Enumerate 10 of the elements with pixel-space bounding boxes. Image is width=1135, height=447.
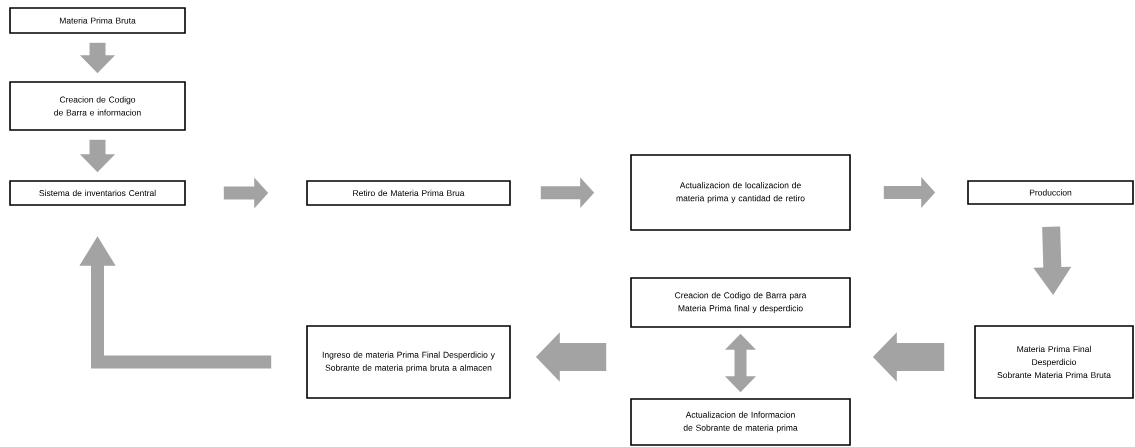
process-box: Retiro de Materia Prima Brua [306,180,511,206]
process-box: Actualizacion de Informacion de Sobrante de materia prima [630,398,851,446]
process-box: Creacion de Codigo de Barra para Materia Prima final y desperdicio [630,277,851,328]
process-box: Creacion de Codigo de Barra e informacion [9,81,186,131]
process-box: Materia Prima Final Desperdicio Sobrante Materia Prima Bruta [974,325,1134,399]
process-box: Actualizacion de localizacion de materia prima y cantidad de retiro [630,154,851,231]
process-box: Materia Prima Bruta [9,7,186,34]
process-box: Sistema de inventarios Central [9,180,186,206]
process-box: Ingreso de materia Prima Final Desperdicio y Sobrante de materia prima bruta a almacen [306,325,511,399]
process-box: Produccion [967,180,1134,205]
